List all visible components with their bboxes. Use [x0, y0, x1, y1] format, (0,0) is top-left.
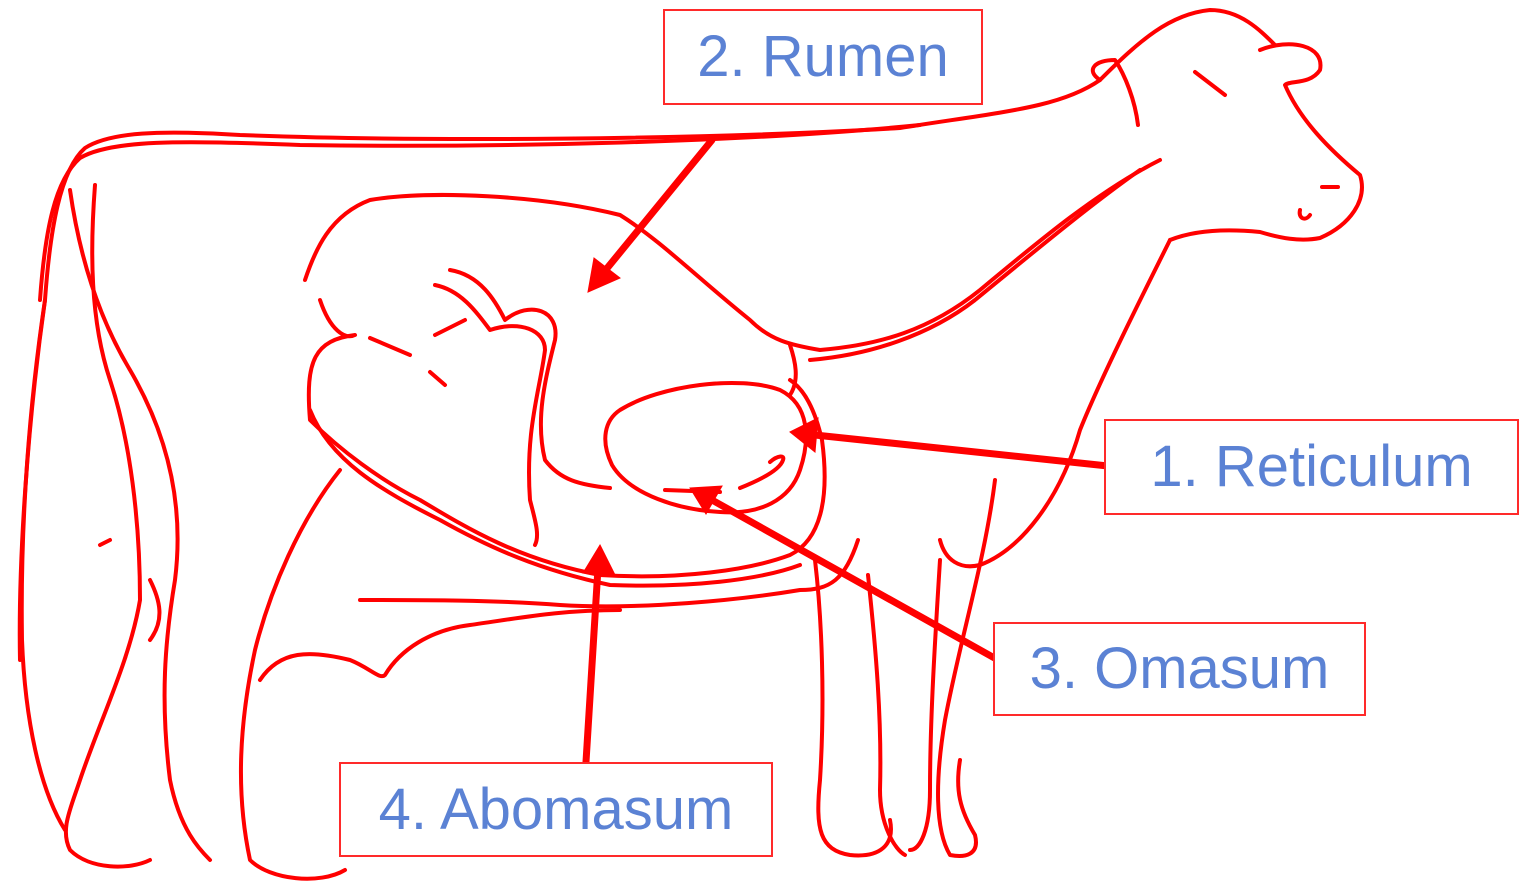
abomasum-label-text: 4. Abomasum — [379, 781, 734, 839]
reticulum-arrow — [815, 435, 1108, 466]
rumen-outline-2 — [310, 410, 800, 586]
rumen-dash-1 — [370, 338, 410, 355]
rumen-fold-2 — [435, 285, 545, 545]
cow-back-outline-2 — [40, 125, 920, 300]
cow-eye — [1195, 72, 1225, 95]
front-leg-front — [938, 480, 995, 856]
abomasum-arrow — [585, 568, 598, 778]
omasum-label-text: 3. Omasum — [1030, 640, 1330, 698]
cow-back-outline — [20, 10, 1275, 660]
cow-nostril — [1300, 210, 1310, 219]
cow-belly-2 — [260, 610, 620, 680]
hind-leg-outline-3 — [22, 300, 65, 830]
cow-neck-outline-2 — [810, 170, 1140, 360]
omasum-arrow — [712, 500, 998, 660]
front-chest — [940, 240, 1170, 566]
abomasum-label: 4. Abomasum — [339, 762, 773, 857]
front-leg-back-2 — [868, 575, 905, 855]
rumen-dash-3 — [435, 320, 465, 335]
front-elbow — [790, 345, 796, 395]
omasum-dashed — [665, 456, 783, 492]
reticulum-label-text: 1. Reticulum — [1150, 438, 1472, 496]
abomasum-arrowhead — [583, 545, 615, 575]
rumen-label: 2. Rumen — [663, 9, 983, 105]
hind-leg-outline-2 — [66, 185, 150, 867]
hind-leg-front — [241, 470, 345, 879]
rumen-outline — [309, 300, 825, 576]
rumen-arrow — [604, 140, 712, 272]
hind-hock — [100, 540, 159, 640]
rumen-dash-2 — [430, 372, 445, 385]
cow-ear — [1093, 60, 1138, 125]
front-leg-inner — [910, 560, 940, 850]
hind-leg-outline — [70, 190, 210, 860]
rumen-label-text: 2. Rumen — [697, 28, 948, 86]
omasum-label: 3. Omasum — [993, 622, 1366, 716]
reticulum-label: 1. Reticulum — [1104, 419, 1519, 515]
